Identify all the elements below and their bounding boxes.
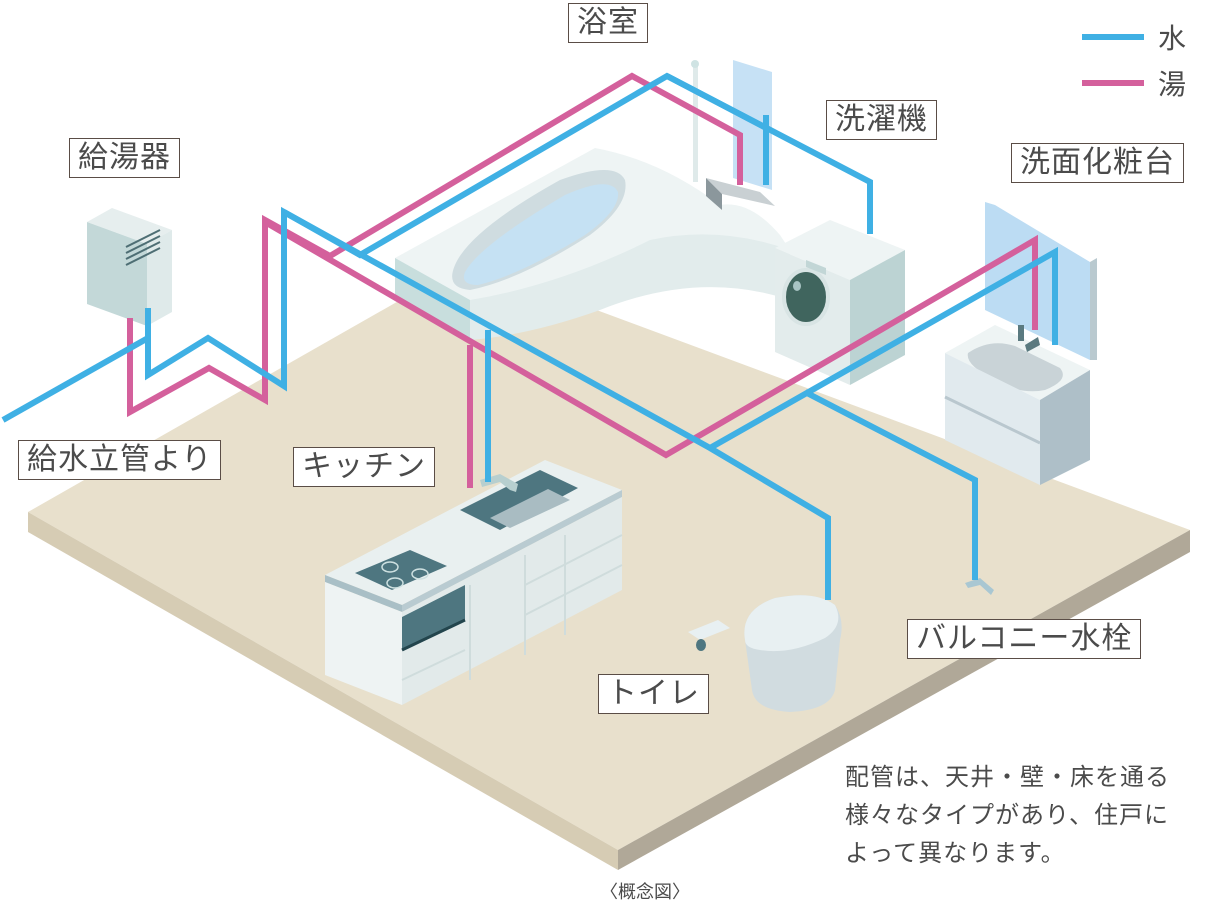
- hot-water-line-swatch: [1082, 80, 1144, 86]
- concept-caption: 〈概念図〉: [600, 882, 690, 903]
- legend-label: 湯: [1158, 68, 1187, 101]
- water-pipe-balcony: [803, 389, 978, 580]
- note-line: 配管は、天井・壁・床を通る: [845, 763, 1170, 791]
- legend: 水 湯: [1082, 14, 1186, 106]
- note-text: 配管は、天井・壁・床を通る 様々なタイプがあり、住戸に よって異なります。: [845, 758, 1170, 872]
- label-supply-riser: 給水立管より: [18, 440, 222, 480]
- label-washbasin: 洗面化粧台: [1011, 143, 1184, 183]
- floor-front-left-side: [28, 512, 618, 870]
- label-water-heater: 給湯器: [69, 138, 180, 178]
- label-washing-machine: 洗濯機: [826, 100, 937, 140]
- water-pipe-supply-riser: [1, 335, 150, 423]
- washing-machine: [775, 220, 905, 385]
- note-line: よって異なります。: [845, 839, 1066, 867]
- vent-icon: [125, 229, 161, 266]
- washbasin-vanity: [944, 202, 1097, 485]
- note-line: 様々なタイプがあり、住戸に: [845, 801, 1170, 829]
- sink-icon: [460, 470, 578, 530]
- water-line-swatch: [1082, 34, 1144, 40]
- bathtub: [395, 60, 790, 340]
- label-bathroom: 浴室: [568, 3, 648, 43]
- water-pipe-vanity: [708, 246, 1058, 451]
- label-kitchen: キッチン: [293, 447, 435, 487]
- stove-icon: [355, 550, 447, 590]
- water-pipe-main-run: [282, 209, 831, 600]
- legend-item-hot-water: 湯: [1082, 60, 1186, 106]
- legend-label: 水: [1158, 22, 1187, 55]
- floor-front-right-side: [618, 530, 1190, 870]
- legend-item-water: 水: [1082, 14, 1186, 60]
- drum-door-icon: [782, 268, 830, 326]
- label-balcony-faucet: バルコニー水栓: [907, 619, 1142, 659]
- hot-pipe-kitchen-vanity: [263, 219, 1038, 459]
- kitchen-counter: [325, 460, 623, 705]
- toilet: [688, 595, 842, 712]
- water-heater: [87, 208, 172, 326]
- hot-pipe-heater-to-bath: [127, 72, 743, 418]
- balcony-faucet: [965, 578, 994, 595]
- paper-holder-icon: [688, 620, 730, 640]
- water-pipe-bath-wm-branch: [665, 73, 772, 133]
- label-toilet: トイレ: [598, 674, 709, 714]
